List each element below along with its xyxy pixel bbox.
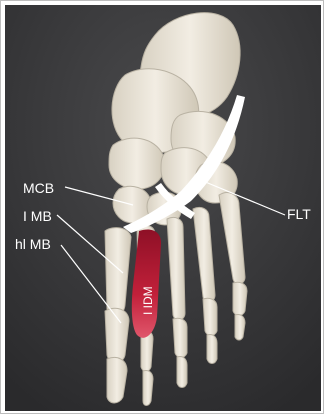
label-mcb: MCB <box>23 180 54 196</box>
label-imb: I MB <box>23 208 52 224</box>
muscle-i-idm-label: I IDM <box>141 286 155 315</box>
foot-skeleton-illustration: I IDM MCB I MB hl MB FLT <box>5 5 321 411</box>
label-hlmb: hl MB <box>15 236 51 252</box>
foot-skeleton-photo: I IDM MCB I MB hl MB FLT <box>5 5 321 411</box>
label-flt: FLT <box>287 206 311 222</box>
